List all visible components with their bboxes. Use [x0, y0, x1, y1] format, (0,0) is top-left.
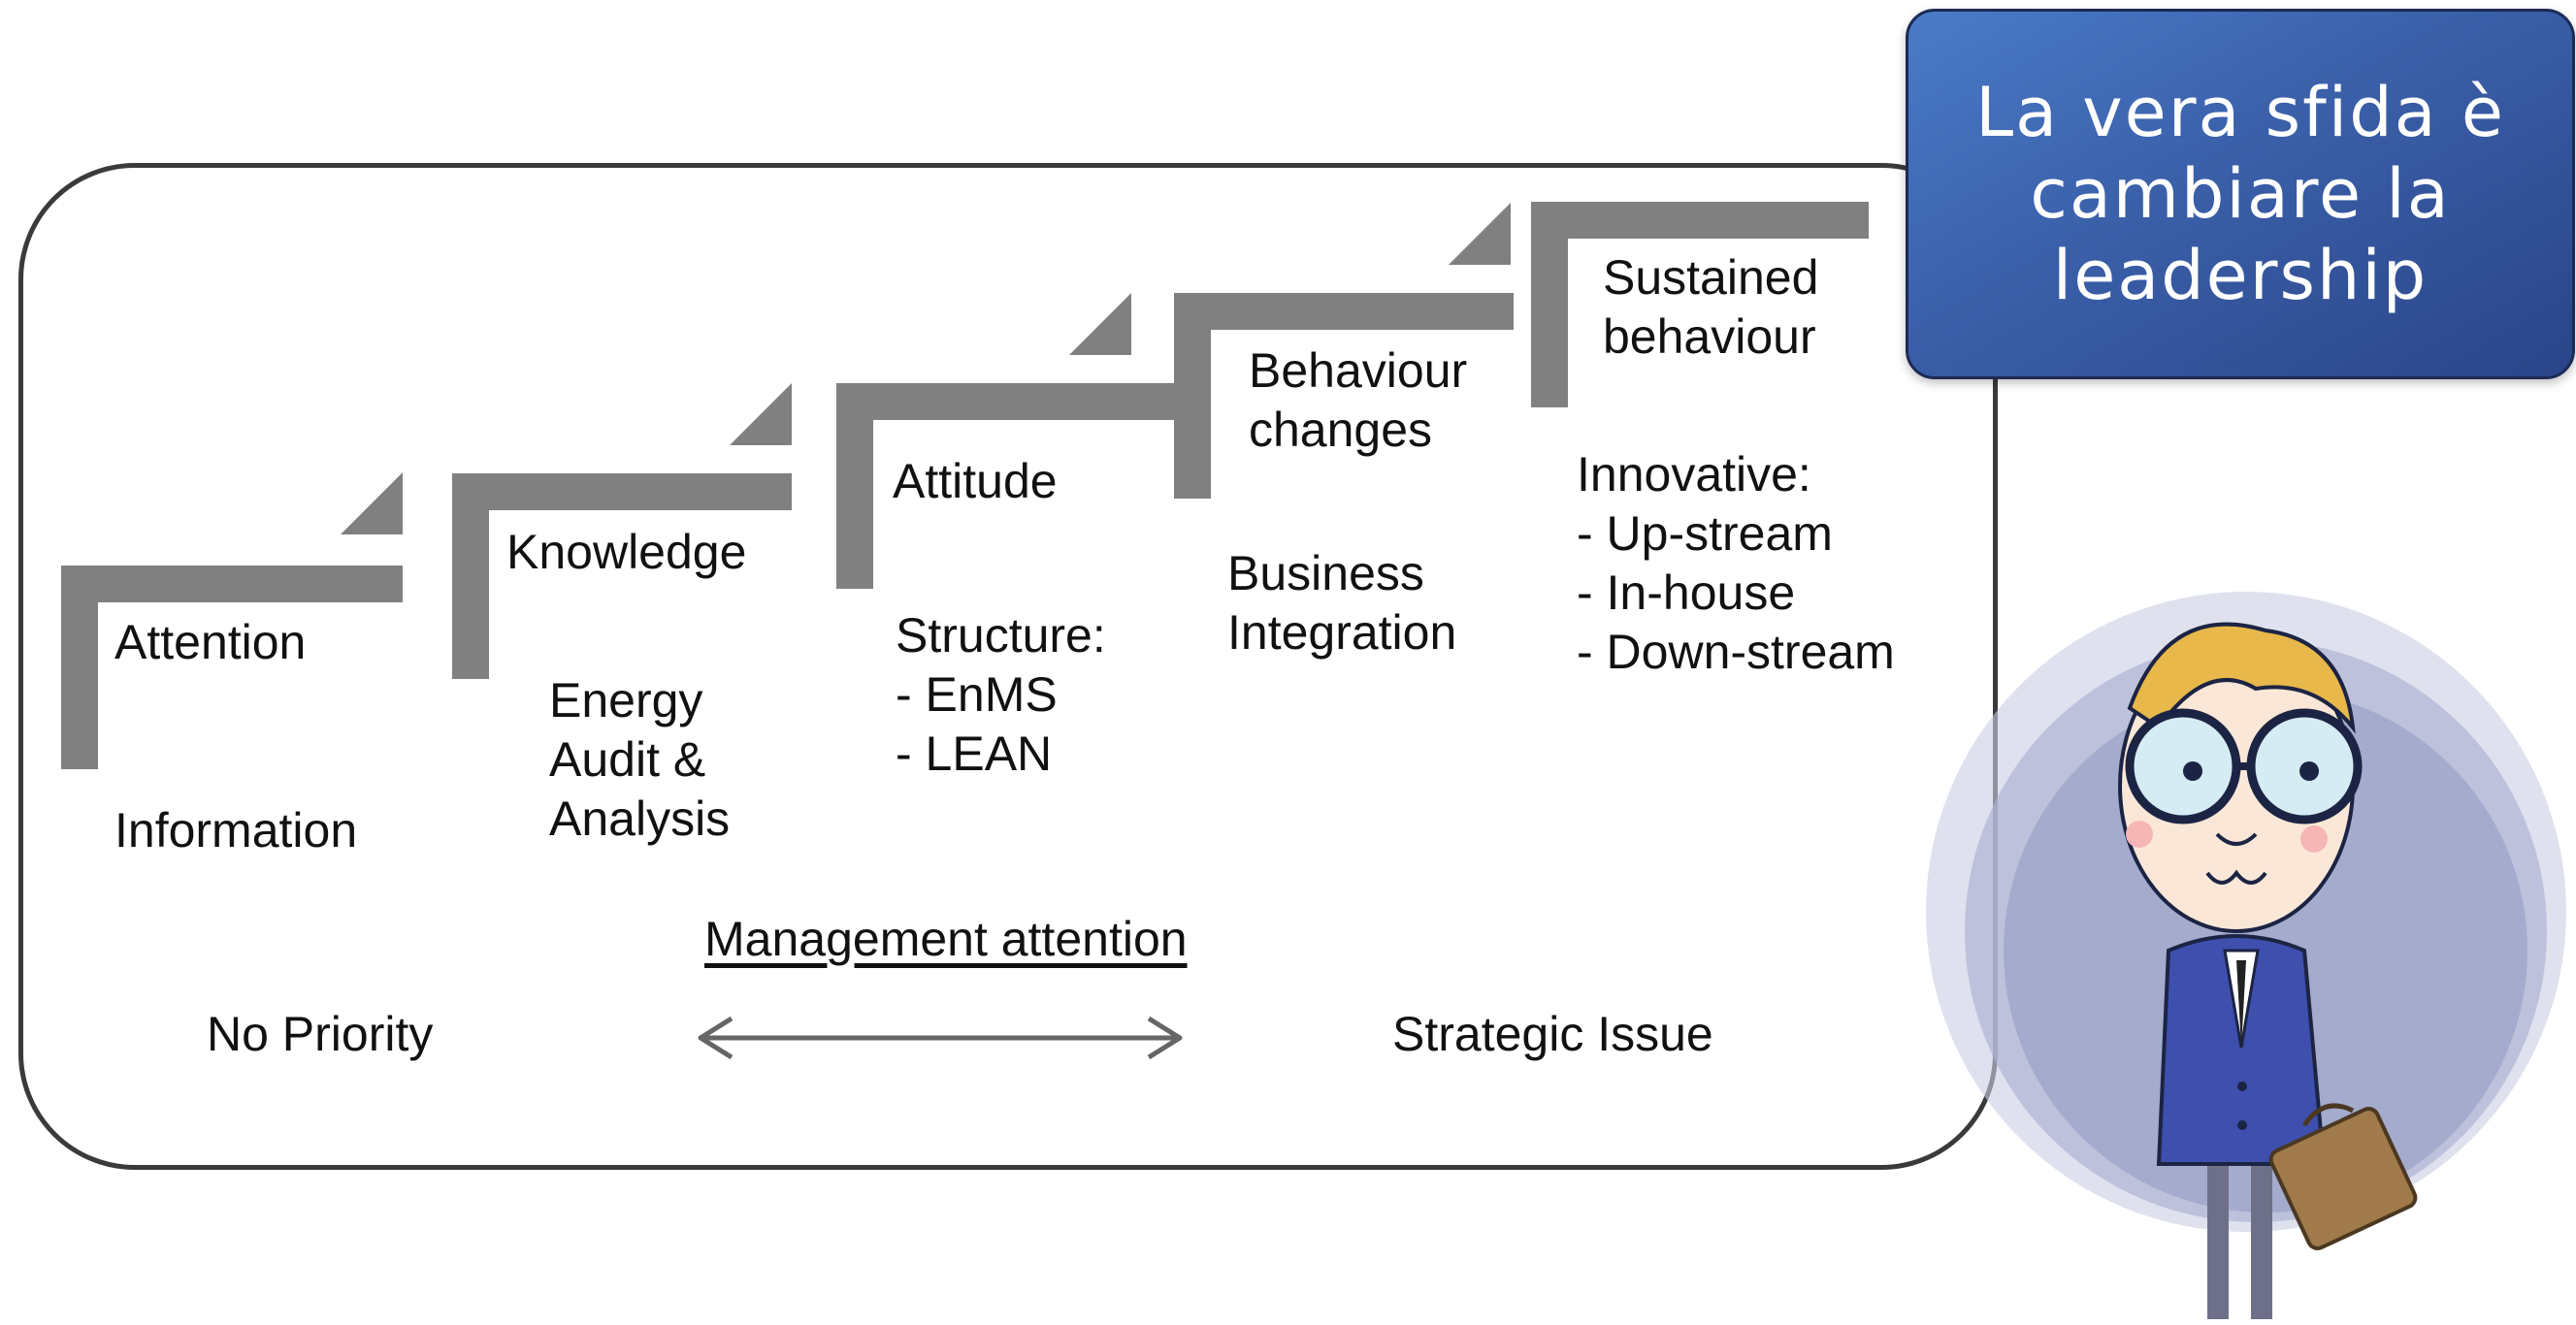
- double-arrow-icon: [698, 1016, 1183, 1060]
- step-title-behaviour-changes: Behaviour changes: [1249, 343, 1468, 457]
- strategic-issue-label: Strategic Issue: [1392, 1007, 1713, 1061]
- callout-text: La vera sfida è cambiare la leadership: [1975, 73, 2505, 315]
- step-title-attitude: Attitude: [893, 454, 1058, 508]
- no-priority-label: No Priority: [207, 1007, 434, 1061]
- leadership-callout: La vera sfida è cambiare la leadership: [1906, 9, 2575, 379]
- management-attention-label: Management attention: [704, 912, 1188, 966]
- step-detail-structure: Structure: - EnMS - LEAN: [896, 608, 1106, 781]
- step-title-attention: Attention: [114, 615, 307, 669]
- step-detail-innovative: Innovative: - Up-stream - In-house - Dow…: [1577, 447, 1895, 679]
- step-title-knowledge: Knowledge: [506, 525, 747, 579]
- step-title-sustained-behaviour: Sustained behaviour: [1603, 250, 1819, 364]
- step-detail-business-integration: Business Integration: [1227, 546, 1457, 660]
- diagram-frame: [18, 163, 1998, 1170]
- businessman-cartoon-illustration: [1926, 592, 2566, 1319]
- step-detail-energy-audit: Energy Audit & Analysis: [549, 673, 731, 846]
- step-detail-information: Information: [114, 803, 358, 857]
